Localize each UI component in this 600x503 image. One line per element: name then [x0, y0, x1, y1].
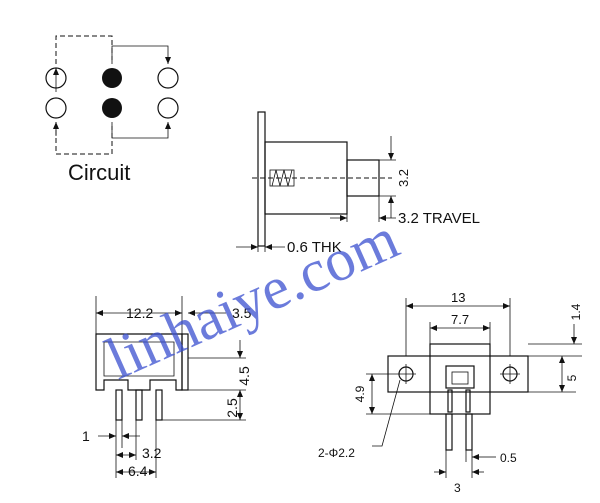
circuit-label: Circuit: [68, 160, 130, 185]
circuit-contact-top-dashed: [55, 35, 113, 64]
hole-callout: 2-Φ2.2: [318, 446, 355, 460]
side-view: 3.2 3.2 TRAVEL 0.6 THK: [236, 111, 480, 256]
dim-pin-pitch: 3.2: [142, 445, 162, 461]
top-lead-left: [445, 413, 453, 451]
hole-leader: [372, 379, 401, 447]
actuator-top: [445, 365, 475, 389]
dim-plate-width: 13: [451, 290, 465, 305]
top-view: 13 7.7 1.4 5 4: [318, 290, 583, 495]
front-pin-right: [155, 389, 163, 421]
circuit-terminal-top-right: [157, 67, 179, 89]
top-body: [429, 343, 491, 415]
circuit-arrow-top-right: [111, 45, 171, 64]
dim-thickness: 0.6 THK: [287, 239, 342, 256]
circuit-diagram: Circuit: [45, 35, 179, 185]
watermark: linhaiye.com: [96, 205, 407, 392]
dim-lead-width: 0.5: [500, 451, 517, 465]
front-pin-left: [115, 389, 123, 421]
mounting-plate: [257, 111, 266, 247]
dim-lead-pitch: 3: [454, 481, 461, 495]
dim-pin-width: 1: [82, 428, 90, 444]
circuit-terminal-bottom-left: [45, 97, 67, 119]
dim-front-width: 12.2: [126, 305, 153, 321]
dim-plate-offset: 3.5: [232, 305, 252, 321]
spring-icon: [271, 169, 293, 187]
dim-pin-span: 6.4: [128, 463, 148, 479]
dim-pin-length: 2.5: [224, 398, 240, 418]
top-pin-left: [447, 389, 453, 413]
spring-housing: [269, 169, 295, 187]
front-plate: [181, 333, 189, 391]
dim-hole-to-pin: 4.9: [353, 385, 367, 402]
front-view: 12.2 3.5 4.5 2.5 1 3.2 6.4: [82, 296, 252, 479]
front-inner-frame: [103, 341, 175, 377]
circuit-terminal-bottom-center: [102, 98, 122, 118]
dim-plate-step: 1.4: [569, 303, 583, 320]
dim-travel: 3.2 TRAVEL: [398, 210, 480, 227]
top-lead-right: [465, 413, 473, 451]
dim-front-height: 4.5: [236, 366, 252, 386]
dim-actuator-height: 3.2: [396, 169, 411, 187]
dim-plate-height: 5: [565, 374, 579, 381]
front-pin-center: [135, 389, 143, 421]
dim-body-width: 7.7: [451, 312, 469, 327]
actuator-side: [346, 159, 380, 197]
top-pin-right: [465, 389, 471, 413]
actuator-top-inner: [451, 371, 469, 385]
circuit-arrow-bottom-right: [111, 122, 171, 139]
circuit-terminal-top-center: [102, 68, 122, 88]
circuit-contact-bottom-dashed: [55, 122, 113, 155]
circuit-terminal-bottom-right: [157, 97, 179, 119]
